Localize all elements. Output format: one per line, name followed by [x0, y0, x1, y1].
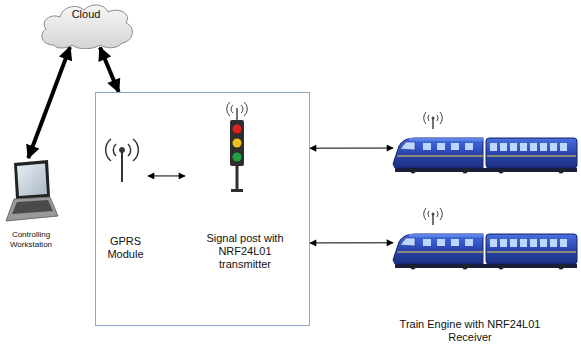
antenna-tip	[120, 148, 125, 153]
connector-arrow	[28, 47, 70, 158]
node-label: Signal post with NRF24L01 transmitter	[197, 232, 293, 272]
signal-antenna	[236, 108, 238, 120]
gprs-antenna-icon	[106, 139, 139, 182]
red-lamp	[233, 125, 242, 134]
train-illustration	[393, 112, 577, 174]
connector-arrow	[148, 175, 185, 176]
signal-waves	[227, 102, 248, 116]
cloud-node: Cloud	[36, 1, 136, 49]
antenna-mast	[121, 150, 123, 182]
node-label: Controlling Workstation	[0, 230, 62, 249]
connector-arrow	[310, 148, 393, 149]
laptop-keyboard	[12, 200, 53, 214]
yellow-lamp	[233, 139, 242, 148]
node-label: Train Engine with NRF24L01 Receiver	[395, 318, 545, 344]
laptop-screen	[17, 164, 47, 197]
signal-node: Signal post with NRF24L01 transmitter	[185, 100, 305, 280]
node-label: Cloud	[36, 8, 136, 21]
gprs-node: GPRS Module	[103, 130, 148, 262]
antenna-waves	[113, 144, 130, 156]
train-illustration	[393, 208, 577, 270]
green-lamp	[233, 153, 242, 162]
signal-base	[231, 189, 243, 192]
train-node	[393, 130, 577, 172]
workstation-node: Controlling Workstation	[4, 158, 58, 224]
connector-arrow	[100, 48, 119, 92]
connector-arrow	[310, 242, 393, 243]
signal-post-icon	[227, 102, 248, 192]
antenna-waves	[106, 139, 139, 161]
train-node: Train Engine with NRF24L01 Receiver	[393, 226, 577, 268]
signal-housing	[230, 120, 244, 166]
enclosure-box: GPRS ModuleSignal post with NRF24L01 tra…	[95, 92, 310, 326]
signal-pole	[236, 166, 239, 190]
laptop-base	[6, 197, 58, 221]
laptop-screen-frame	[14, 160, 50, 199]
laptop-icon	[6, 160, 58, 221]
node-label: GPRS Module	[97, 235, 154, 261]
